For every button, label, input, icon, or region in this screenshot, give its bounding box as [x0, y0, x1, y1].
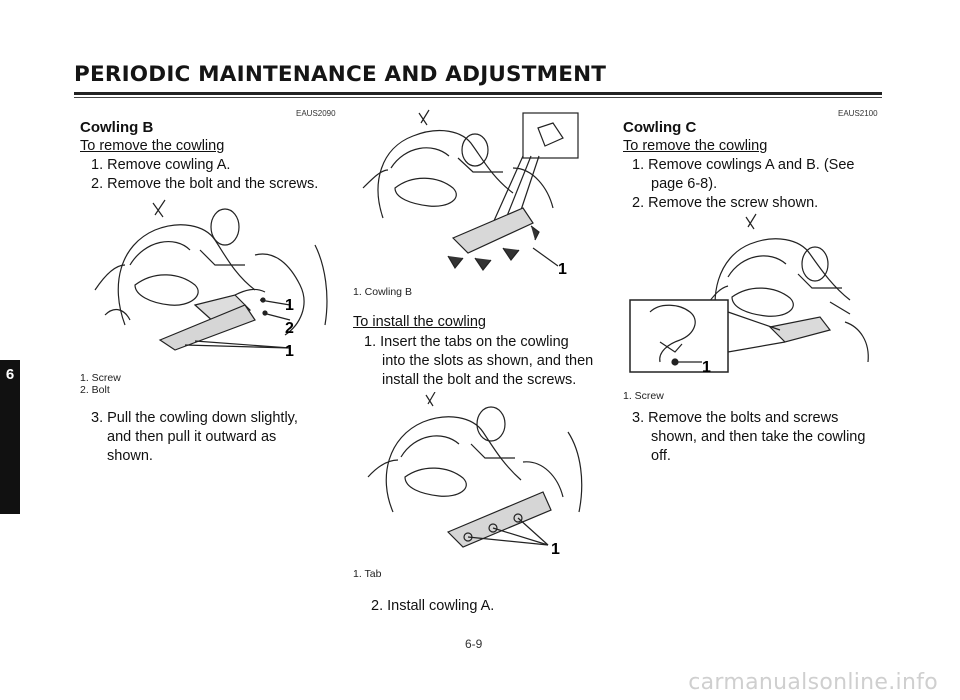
page-number: 6-9	[465, 637, 483, 651]
step-3-right-line3: off.	[651, 448, 671, 464]
page-header-title: PERIODIC MAINTENANCE AND ADJUSTMENT	[74, 62, 607, 87]
subtitle-remove-cowling-b: To remove the cowling	[80, 138, 225, 154]
figure-cowling-b-pull-out: 1	[362, 109, 579, 278]
caption-tab: 1. Tab	[353, 568, 382, 580]
step-1-right-line1: 1. Remove cowlings A and B. (See	[632, 157, 855, 173]
callout-1-top-left: 1	[285, 297, 294, 314]
watermark-text: carmanualsonline.info	[688, 670, 938, 695]
caption-bolt-left: 2. Bolt	[80, 384, 110, 396]
step-2-middle: 2. Install cowling A.	[371, 598, 495, 614]
caption-cowling-b: 1. Cowling B	[353, 286, 412, 298]
caption-screw-left: 1. Screw	[80, 372, 121, 384]
section-code-left: EAUS2090	[296, 109, 336, 118]
step-3-left-line1: 3. Pull the cowling down slightly,	[91, 410, 298, 426]
header-rule-thick	[74, 92, 882, 95]
step-3-left-line2: and then pull it outward as	[107, 429, 277, 445]
header-rule-thin	[74, 97, 882, 98]
step-3-right-line1: 3. Remove the bolts and screws	[632, 410, 839, 426]
subtitle-remove-cowling-c: To remove the cowling	[623, 138, 768, 154]
figure-cowling-b-removal: 1 2 1	[94, 199, 328, 360]
subtitle-install-cowling-b: To install the cowling	[353, 314, 486, 330]
step-1-middle-line2: into the slots as shown, and then	[382, 353, 594, 369]
step-1-left: 1. Remove cowling A.	[91, 157, 231, 173]
section-title-cowling-b: Cowling B	[80, 119, 154, 136]
figure-cowling-b-tabs: 1	[367, 392, 583, 558]
callout-1-bottom-left: 1	[285, 343, 294, 360]
step-1-middle-line1: 1. Insert the tabs on the cowling	[364, 334, 569, 350]
step-1-middle-line3: install the bolt and the screws.	[382, 372, 577, 388]
callout-2-left: 2	[285, 320, 294, 337]
section-code-right: EAUS2100	[838, 109, 878, 118]
figure-cowling-c-removal: 1	[629, 213, 869, 376]
step-2-left: 2. Remove the bolt and the screws.	[91, 176, 319, 192]
callout-1-middle-bottom: 1	[551, 541, 560, 558]
step-2-right: 2. Remove the screw shown.	[632, 195, 819, 211]
chapter-tab: 6	[0, 360, 20, 514]
callout-1-right: 1	[702, 359, 711, 376]
section-title-cowling-c: Cowling C	[623, 119, 697, 136]
caption-screw-right: 1. Screw	[623, 390, 664, 402]
step-3-right-line2: shown, and then take the cowling	[651, 429, 866, 445]
callout-1-middle-top: 1	[558, 261, 567, 278]
step-3-left-line3: shown.	[107, 448, 153, 464]
step-1-right-line2: page 6-8).	[651, 176, 718, 192]
